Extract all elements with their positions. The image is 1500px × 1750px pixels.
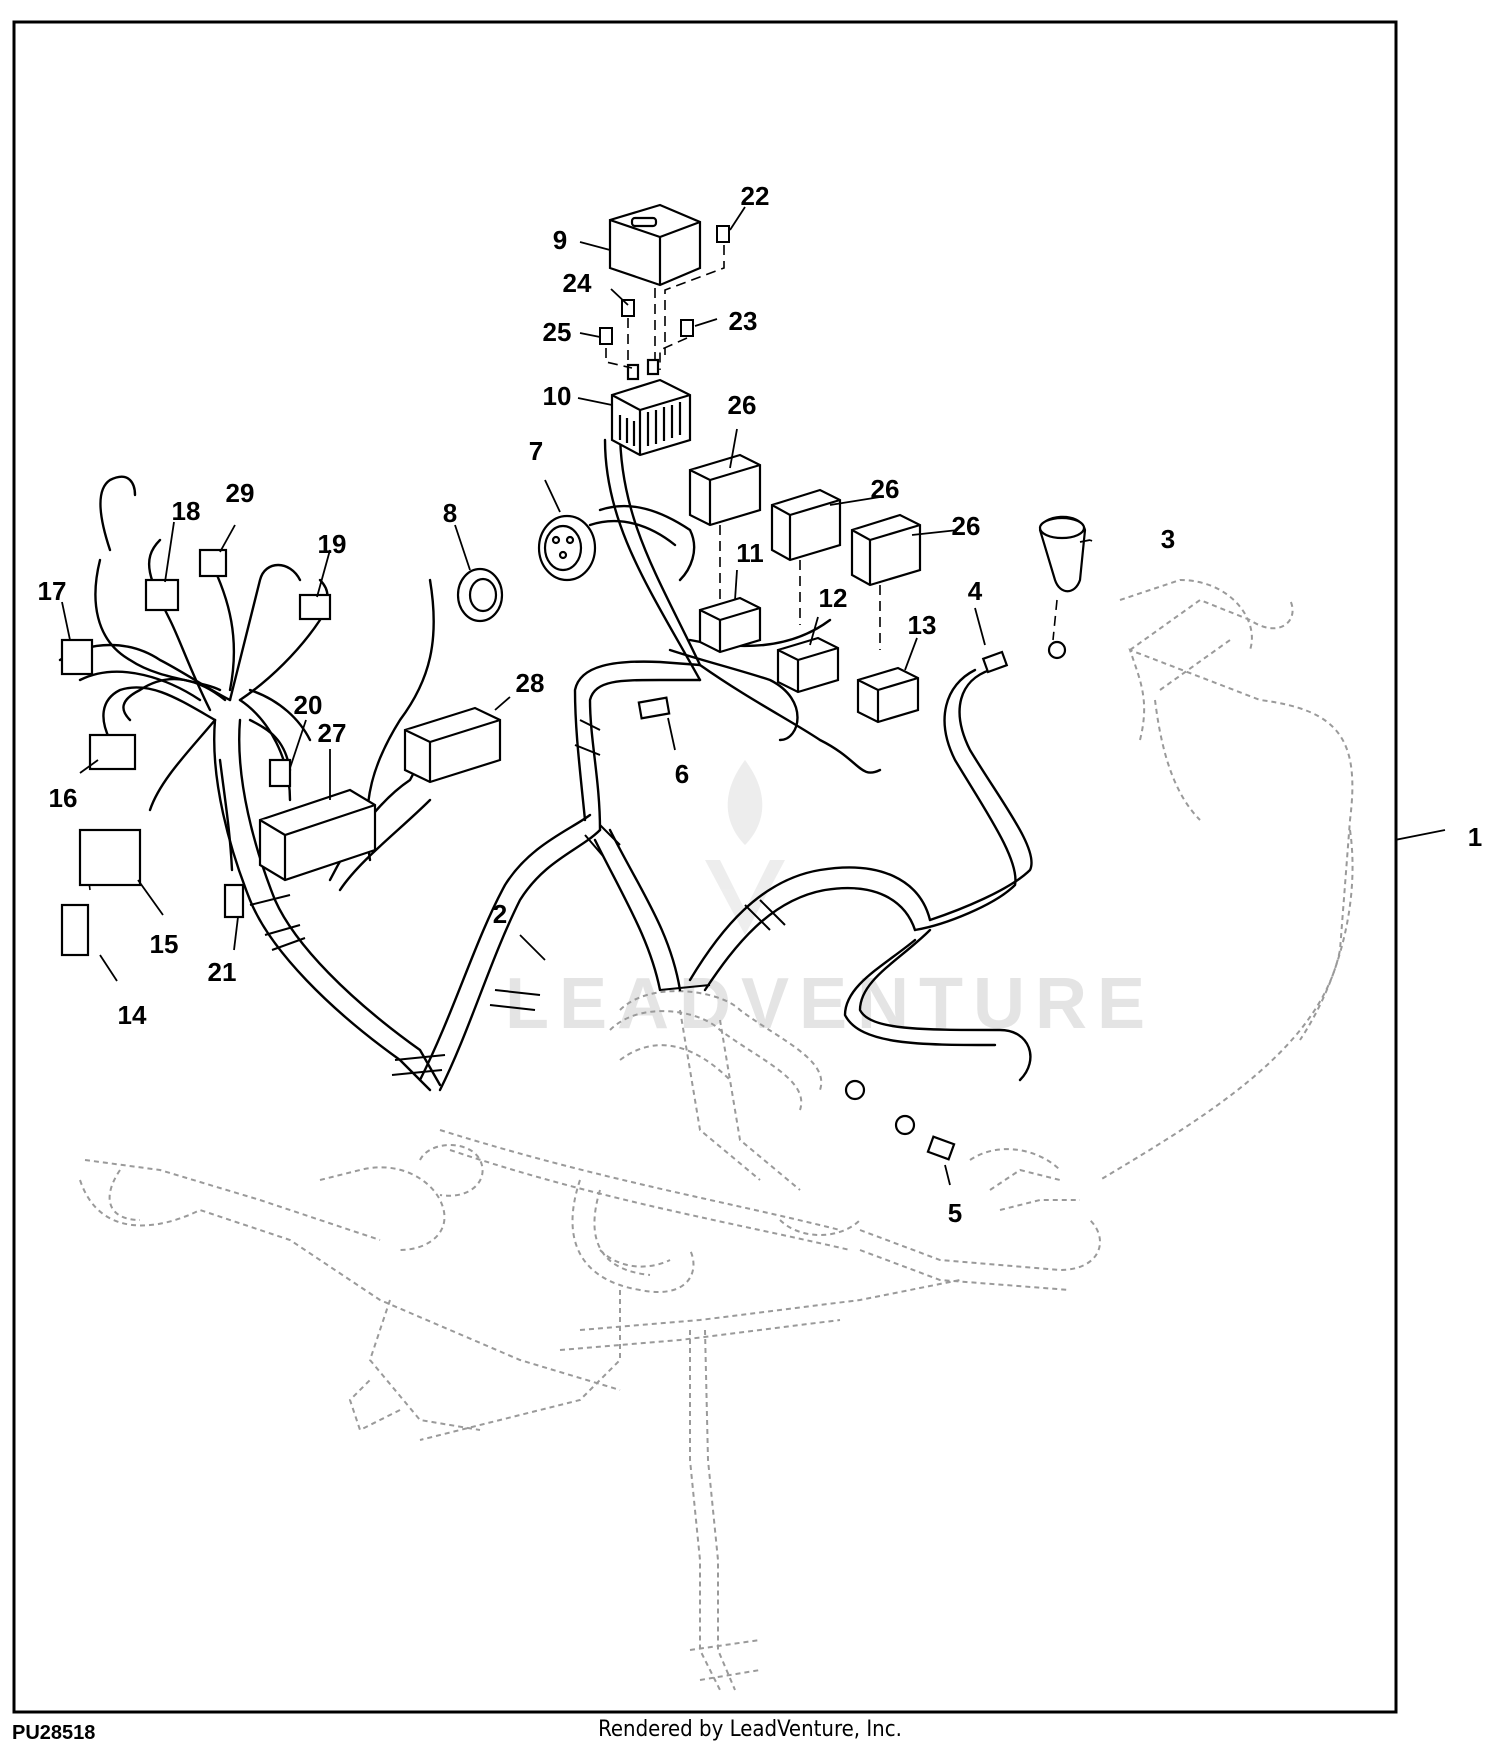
terminals [844,640,1067,1161]
connector-15 [78,828,142,887]
callout-11: 11 [736,538,764,568]
callout-10: 10 [543,381,572,411]
connector-19 [298,593,332,621]
connector-20 [268,758,292,788]
callout-5: 5 [948,1198,962,1228]
figure-id: PU28518 [12,1722,96,1744]
connector-28 [403,706,502,784]
ring-terminal [1047,640,1067,660]
connector-18 [144,578,180,612]
connector-16 [88,733,137,771]
callout-23: 23 [729,306,758,336]
terminal-4 [981,650,1009,674]
callout-14: 14 [118,1000,147,1030]
fuse-block-10 [610,358,692,457]
callout-18: 18 [172,496,201,526]
callout-26a: 26 [728,390,757,420]
callout-8: 8 [443,498,457,528]
callout-15: 15 [150,929,179,959]
callout-24: 24 [563,268,592,298]
fuse-23 [680,319,694,337]
connector-21 [223,883,245,919]
callouts: 1 2 3 4 5 6 7 8 9 10 11 12 13 14 15 16 1… [38,181,1483,1228]
connector-14 [60,903,90,957]
relays-26 [688,453,922,587]
harness-bands [249,719,786,1076]
terminal-boot-3 [1038,515,1087,593]
diagram-border [12,20,1398,1714]
callout-26c: 26 [952,511,981,541]
phantom-frame [79,578,1354,1691]
callout-17: 17 [38,576,67,606]
callout-13: 13 [908,610,937,640]
callout-21: 21 [208,957,237,987]
callout-22: 22 [741,181,770,211]
callout-7: 7 [529,436,543,466]
callout-3: 3 [1161,524,1175,554]
callout-6: 6 [675,759,689,789]
fuse-24 [621,299,635,317]
connector-27 [258,788,377,882]
callout-29: 29 [226,478,255,508]
callout-28: 28 [516,668,545,698]
mini-fuses [599,225,730,345]
callout-26b: 26 [871,474,900,504]
callout-12: 12 [819,583,848,613]
connector-6 [637,696,671,720]
callout-25: 25 [543,317,572,347]
render-credit: Rendered by LeadVenture, Inc. [598,1717,902,1742]
left-connectors [60,548,332,957]
callout-2: 2 [493,899,507,929]
callout-27: 27 [318,718,347,748]
connector-29 [198,548,228,578]
assembly-guides [84,245,1058,891]
fuse-22 [716,225,730,243]
connector-5 [926,1135,956,1161]
leader-lines [61,206,1446,1186]
main-harness [58,428,1033,1092]
watermark-logo [705,760,785,935]
relay-9 [608,203,702,287]
callout-16: 16 [49,783,78,813]
watermark-text: LEADVENTURE [505,964,1155,1044]
callout-4: 4 [968,576,983,606]
callout-1: 1 [1468,822,1482,852]
connector-7 [537,514,597,582]
connector-17 [60,638,94,676]
locking-ring-8 [456,567,504,623]
relay-sockets [698,596,920,724]
callout-20: 20 [294,690,323,720]
callout-19: 19 [318,529,347,559]
fuse-25 [599,327,613,345]
callout-9: 9 [553,225,567,255]
